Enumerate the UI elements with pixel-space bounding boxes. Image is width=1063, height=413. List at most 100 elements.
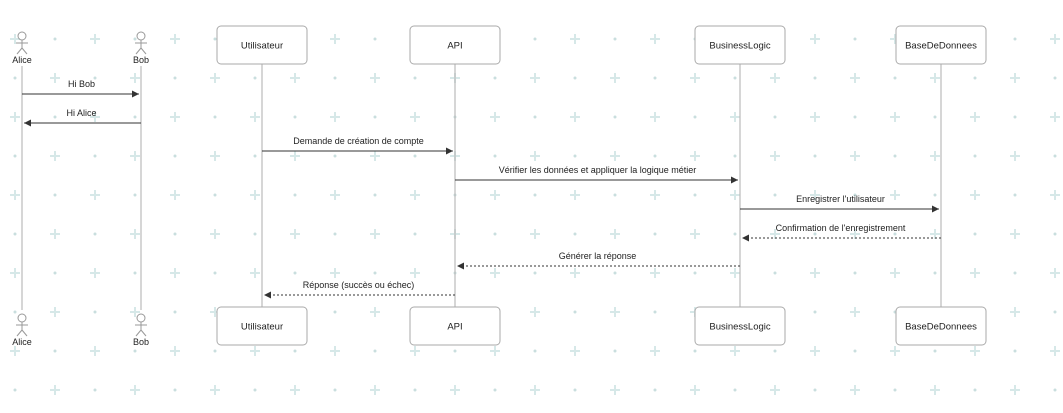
grid-dot <box>813 154 817 158</box>
grid-dot <box>213 349 217 353</box>
grid-plus <box>610 385 620 395</box>
grid-dot <box>53 37 57 41</box>
grid-plus <box>570 190 580 200</box>
participant-utilisateur-bottom[interactable]: Utilisateur <box>216 306 308 346</box>
grid-plus <box>610 229 620 239</box>
grid-dot <box>853 193 857 197</box>
grid-dot <box>493 388 497 392</box>
grid-plus <box>410 346 420 356</box>
grid-plus <box>1050 268 1060 278</box>
grid-plus <box>490 112 500 122</box>
grid-plus <box>850 307 860 317</box>
message-label: Générer la réponse <box>559 251 637 261</box>
grid-plus <box>1050 190 1060 200</box>
grid-plus <box>1050 346 1060 356</box>
grid-plus <box>370 229 380 239</box>
actor-alice-bottom[interactable]: Alice <box>12 313 32 347</box>
message-5[interactable]: Enregistrer l'utilisateur <box>740 194 939 213</box>
grid-dot <box>773 193 777 197</box>
grid-plus <box>890 268 900 278</box>
message-1[interactable]: Hi Bob <box>22 79 139 98</box>
grid-plus <box>930 73 940 83</box>
grid-dot <box>333 154 337 158</box>
grid-plus <box>210 385 220 395</box>
message-label: Hi Alice <box>66 108 96 118</box>
grid-plus <box>290 73 300 83</box>
grid-dot <box>693 349 697 353</box>
message-8[interactable]: Réponse (succès ou échec) <box>264 280 455 299</box>
participant-businesslogic-top[interactable]: BusinessLogic <box>694 25 786 65</box>
grid-plus <box>850 229 860 239</box>
grid-plus <box>890 346 900 356</box>
person-icon <box>135 313 147 337</box>
grid-dot <box>693 193 697 197</box>
grid-dot <box>653 388 657 392</box>
grid-plus <box>810 34 820 44</box>
grid-plus <box>370 307 380 317</box>
grid-dot <box>13 154 17 158</box>
grid-plus <box>930 229 940 239</box>
grid-plus <box>850 385 860 395</box>
grid-plus <box>1010 229 1020 239</box>
grid-plus <box>570 112 580 122</box>
participant-api-top[interactable]: API <box>409 25 501 65</box>
participant-utilisateur-top[interactable]: Utilisateur <box>216 25 308 65</box>
grid-plus <box>90 268 100 278</box>
grid-dot <box>933 115 937 119</box>
grid-dot <box>573 154 577 158</box>
grid-plus <box>210 151 220 161</box>
grid-plus <box>170 112 180 122</box>
actor-bob-top[interactable]: Bob <box>133 31 149 65</box>
grid-plus <box>890 190 900 200</box>
grid-plus <box>610 307 620 317</box>
grid-plus <box>10 190 20 200</box>
grid-dot <box>373 271 377 275</box>
grid-dot <box>813 310 817 314</box>
grid-dot <box>693 271 697 275</box>
grid-plus <box>970 112 980 122</box>
message-6[interactable]: Confirmation de l'enregistrement <box>742 223 941 242</box>
message-3[interactable]: Demande de création de compte <box>262 136 453 155</box>
grid-plus <box>690 151 700 161</box>
grid-dot <box>973 154 977 158</box>
grid-dot <box>53 193 57 197</box>
participant-api-bottom[interactable]: API <box>409 306 501 346</box>
grid-plus <box>90 346 100 356</box>
grid-dot <box>613 349 617 353</box>
actor-alice-top[interactable]: Alice <box>12 31 32 65</box>
grid-dot <box>1013 115 1017 119</box>
grid-plus <box>930 151 940 161</box>
grid-dot <box>533 193 537 197</box>
grid-dot <box>853 37 857 41</box>
grid-dot <box>1013 37 1017 41</box>
actor-bob-bottom[interactable]: Bob <box>133 313 149 347</box>
grid-plus <box>250 346 260 356</box>
message-7[interactable]: Générer la réponse <box>457 251 740 270</box>
grid-dot <box>853 349 857 353</box>
grid-dot <box>653 310 657 314</box>
grid-dot <box>653 232 657 236</box>
message-2[interactable]: Hi Alice <box>24 108 141 127</box>
grid-dot <box>573 232 577 236</box>
participant-basededonnees-bottom[interactable]: BaseDeDonnees <box>895 306 987 346</box>
grid-dot <box>493 232 497 236</box>
grid-dot <box>93 388 97 392</box>
grid-dot <box>173 154 177 158</box>
grid-dot <box>133 115 137 119</box>
grid-plus <box>610 151 620 161</box>
grid-dot <box>533 349 537 353</box>
grid-dot <box>733 232 737 236</box>
grid-plus <box>850 151 860 161</box>
participant-basededonnees-top[interactable]: BaseDeDonnees <box>895 25 987 65</box>
grid-plus <box>170 268 180 278</box>
grid-plus <box>970 268 980 278</box>
participant-businesslogic-bottom[interactable]: BusinessLogic <box>694 306 786 346</box>
message-4[interactable]: Vérifier les données et appliquer la log… <box>455 165 738 184</box>
grid-dot <box>773 271 777 275</box>
grid-plus <box>490 346 500 356</box>
grid-plus <box>50 307 60 317</box>
participant-headers: AliceAliceBobBobUtilisateurUtilisateurAP… <box>12 25 987 347</box>
grid-plus <box>570 268 580 278</box>
grid-plus <box>690 73 700 83</box>
grid-dot <box>253 154 257 158</box>
